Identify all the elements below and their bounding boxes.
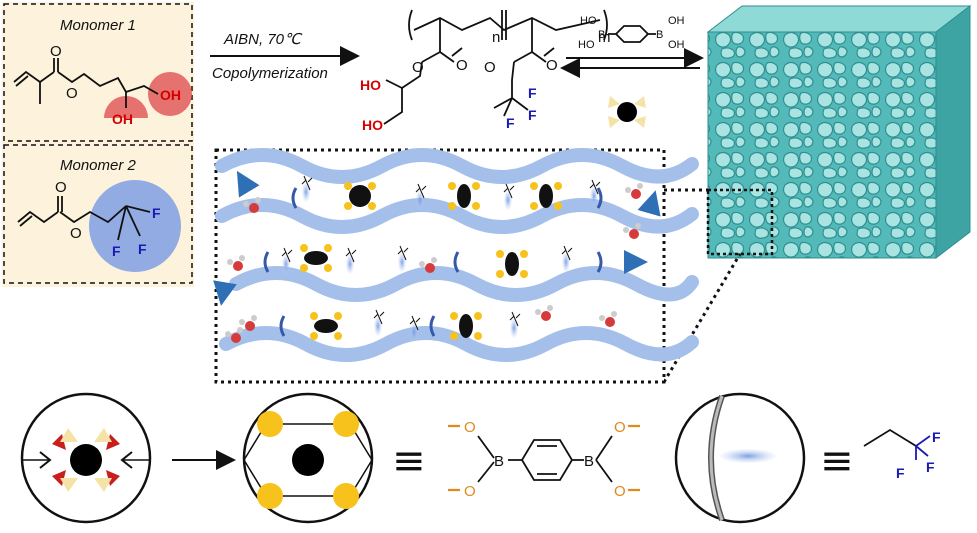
crosslink-node [496,250,528,278]
crosslink-node [344,182,376,210]
legend-b-left: B [494,453,504,470]
legend-o-2: O [464,483,476,500]
boronic-crosslinker-node-icon [608,96,646,128]
equilibrium-arrows [560,48,704,78]
monomer-2-structure: Monomer 2 O O F F F [17,157,181,272]
monomer-1-title: Monomer 1 [60,17,136,34]
legend-o-3: O [614,419,626,436]
monomer-2-f3: F [138,241,147,257]
fluoro-domain-marks [263,187,603,337]
monomer-2-title: Monomer 2 [60,157,137,174]
monomer-1-carbonyl-o: O [50,43,62,60]
polymer-subscript-m: m [598,29,611,46]
monomer-1-ester-o: O [66,85,78,102]
polymer-carbonyl-o-left: O [456,57,468,74]
hydrogel-zoom-box [706,188,774,256]
legend-f1: F [932,429,941,445]
polymer-carbonyl-o-right: O [546,57,558,74]
polymer-ester-o-left: O [412,59,424,76]
polymer-ester-o-right: O [484,59,496,76]
legend-f2: F [896,465,905,481]
crosslink-node [530,182,562,210]
crosslinker-ho-2: HO [578,39,595,51]
monomer-1-hydroxyl-secondary: OH [112,111,133,127]
monomer-1-hydroxyl-primary: OH [160,87,181,103]
polymer-hydroxyl-top: HO [360,77,381,93]
reaction-conditions: AIBN, 70℃ [223,31,303,48]
water-molecule-icon [225,183,643,343]
legend-fluoro-zoom [674,392,806,524]
crosslinker-ho: HO [580,15,597,27]
monomer-2-f1: F [152,205,161,221]
legend-crosslink-after [242,392,374,524]
monomer-2-ester-o: O [70,225,82,242]
flow-arrow-icon [213,170,661,306]
trifluoroethyl-side-chain [281,175,601,342]
monomer-2-f2: F [112,243,121,259]
crosslink-node [448,182,480,210]
network-zoom-panel [213,148,699,384]
polymer-f1: F [528,85,537,101]
legend-boronate-ester-structure: O O B B O O [448,419,640,500]
legend-trifluoroethyl-structure: F F F [863,428,941,481]
legend-equiv-1: ≡ [392,438,426,484]
polymer-hydroxyl-bottom: HO [362,117,383,133]
copolymer-structure: n m O O HO HO O O F F F [360,9,611,133]
legend-b-right: B [584,453,594,470]
crosslink-node [300,244,332,272]
crosslinker-b-right: B [656,29,663,41]
polymer-f2: F [528,107,537,123]
boronic-acid-crosslinker: HO HO B B OH OH [578,15,685,51]
crosslinker-oh-2: OH [668,39,685,51]
crosslink-node [450,312,482,340]
polymer-f3: F [506,115,515,131]
reaction-process: Copolymerization [212,65,328,82]
crosslinker-oh: OH [668,15,685,27]
legend-equiv-2: ≡ [820,438,854,484]
crosslinker-b-left: B [598,29,605,41]
monomer-2-carbonyl-o: O [55,179,67,196]
legend-o-4: O [614,483,626,500]
legend-f3: F [926,459,935,475]
legend-crosslink-before [20,392,152,524]
crosslink-node [310,312,342,340]
polymer-subscript-n: n [492,29,500,46]
monomer-1-structure: Monomer 1 O O OH OH [13,17,192,127]
copolymerization-arrow: AIBN, 70℃ Copolymerization [210,31,360,82]
hydrogel-cube-icon [706,4,972,260]
legend-o-1: O [464,419,476,436]
